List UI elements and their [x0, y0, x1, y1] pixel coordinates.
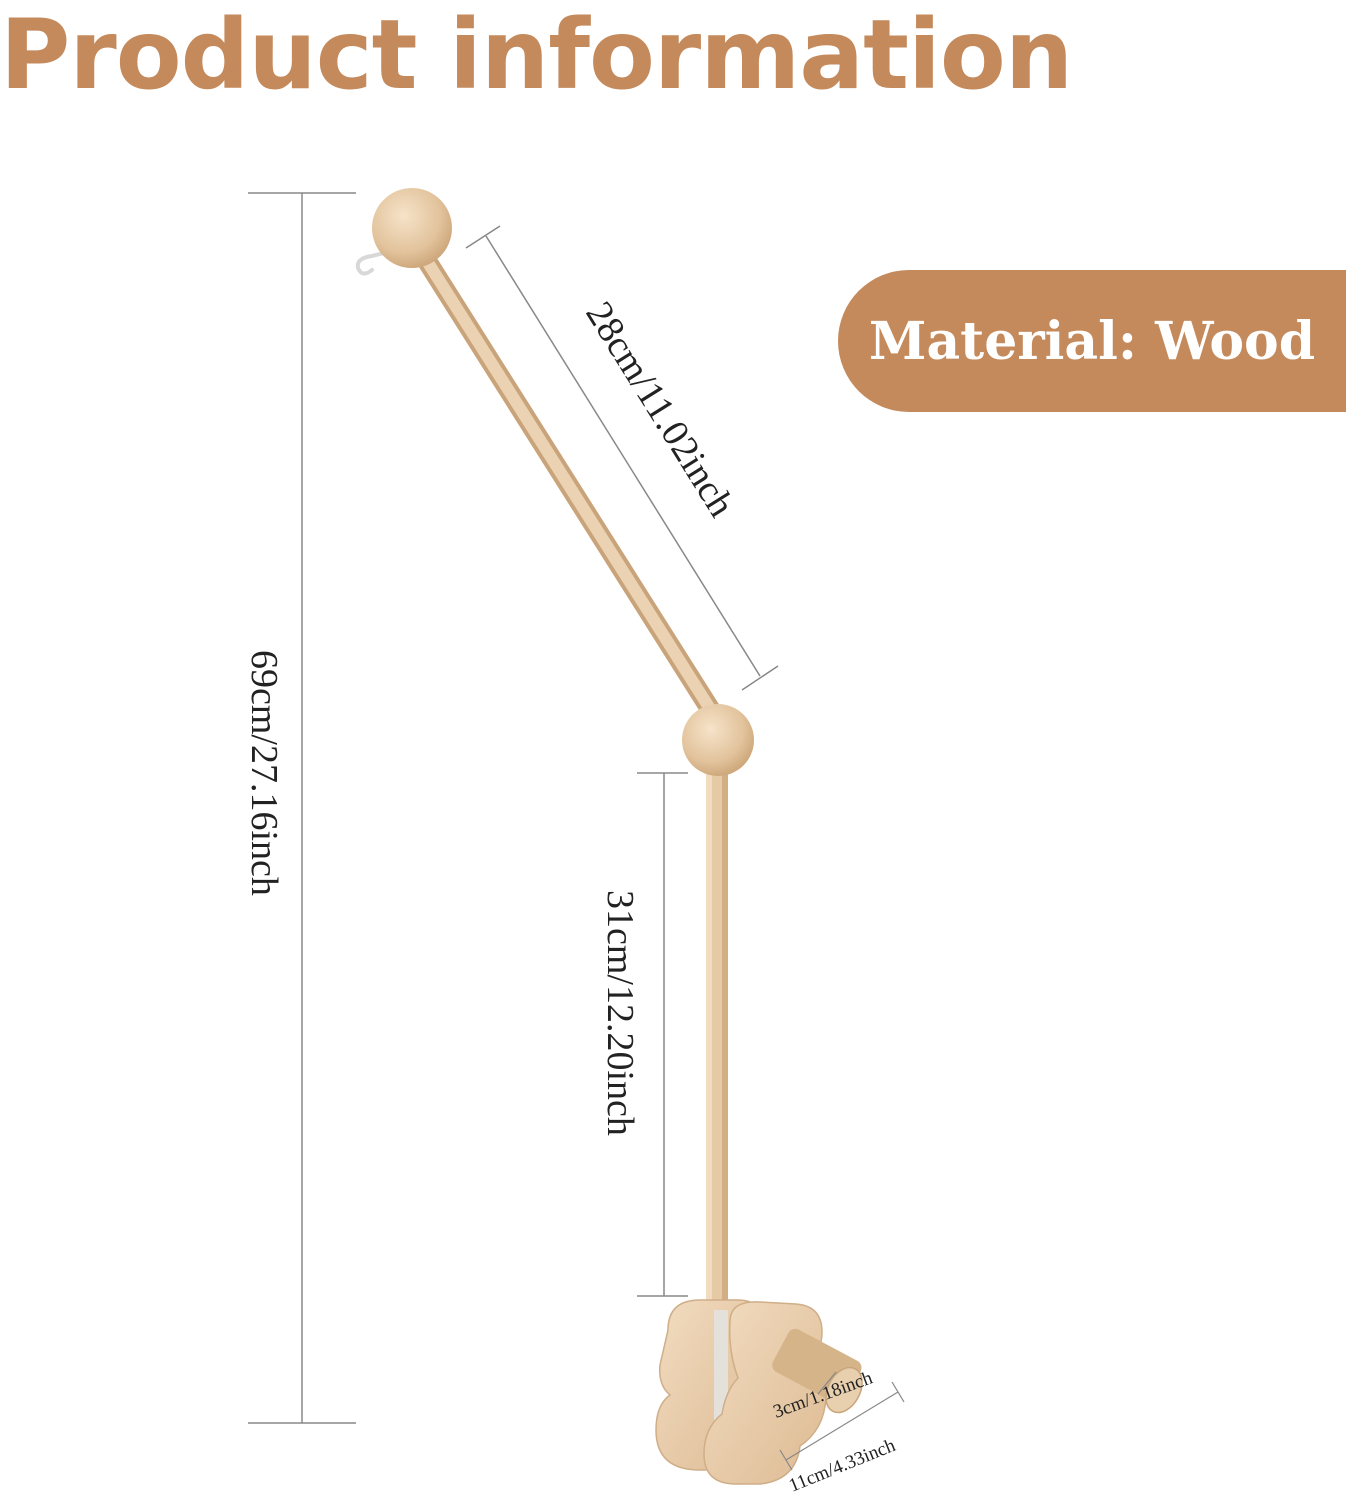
- joint-ball: [682, 704, 754, 776]
- upper-arm-dimension: 28cm/11.02inch: [465, 225, 779, 691]
- mobile-arm: [355, 188, 754, 1320]
- page-title: Product information: [0, 0, 1073, 111]
- top-ball: [372, 188, 452, 268]
- total-height-label: 69cm/27.16inch: [243, 650, 285, 896]
- hook-icon: [355, 250, 390, 276]
- material-badge: Material: Wood: [838, 270, 1346, 412]
- material-badge-label: Material: Wood: [868, 310, 1316, 372]
- clamp-base: [655, 1299, 863, 1485]
- total-height-dimension: 69cm/27.16inch: [243, 192, 356, 1424]
- lower-arm-label: 31cm/12.20inch: [599, 890, 641, 1136]
- lower-arm-dimension: 31cm/12.20inch: [599, 772, 688, 1297]
- upper-arm-label: 28cm/11.02inch: [577, 295, 742, 525]
